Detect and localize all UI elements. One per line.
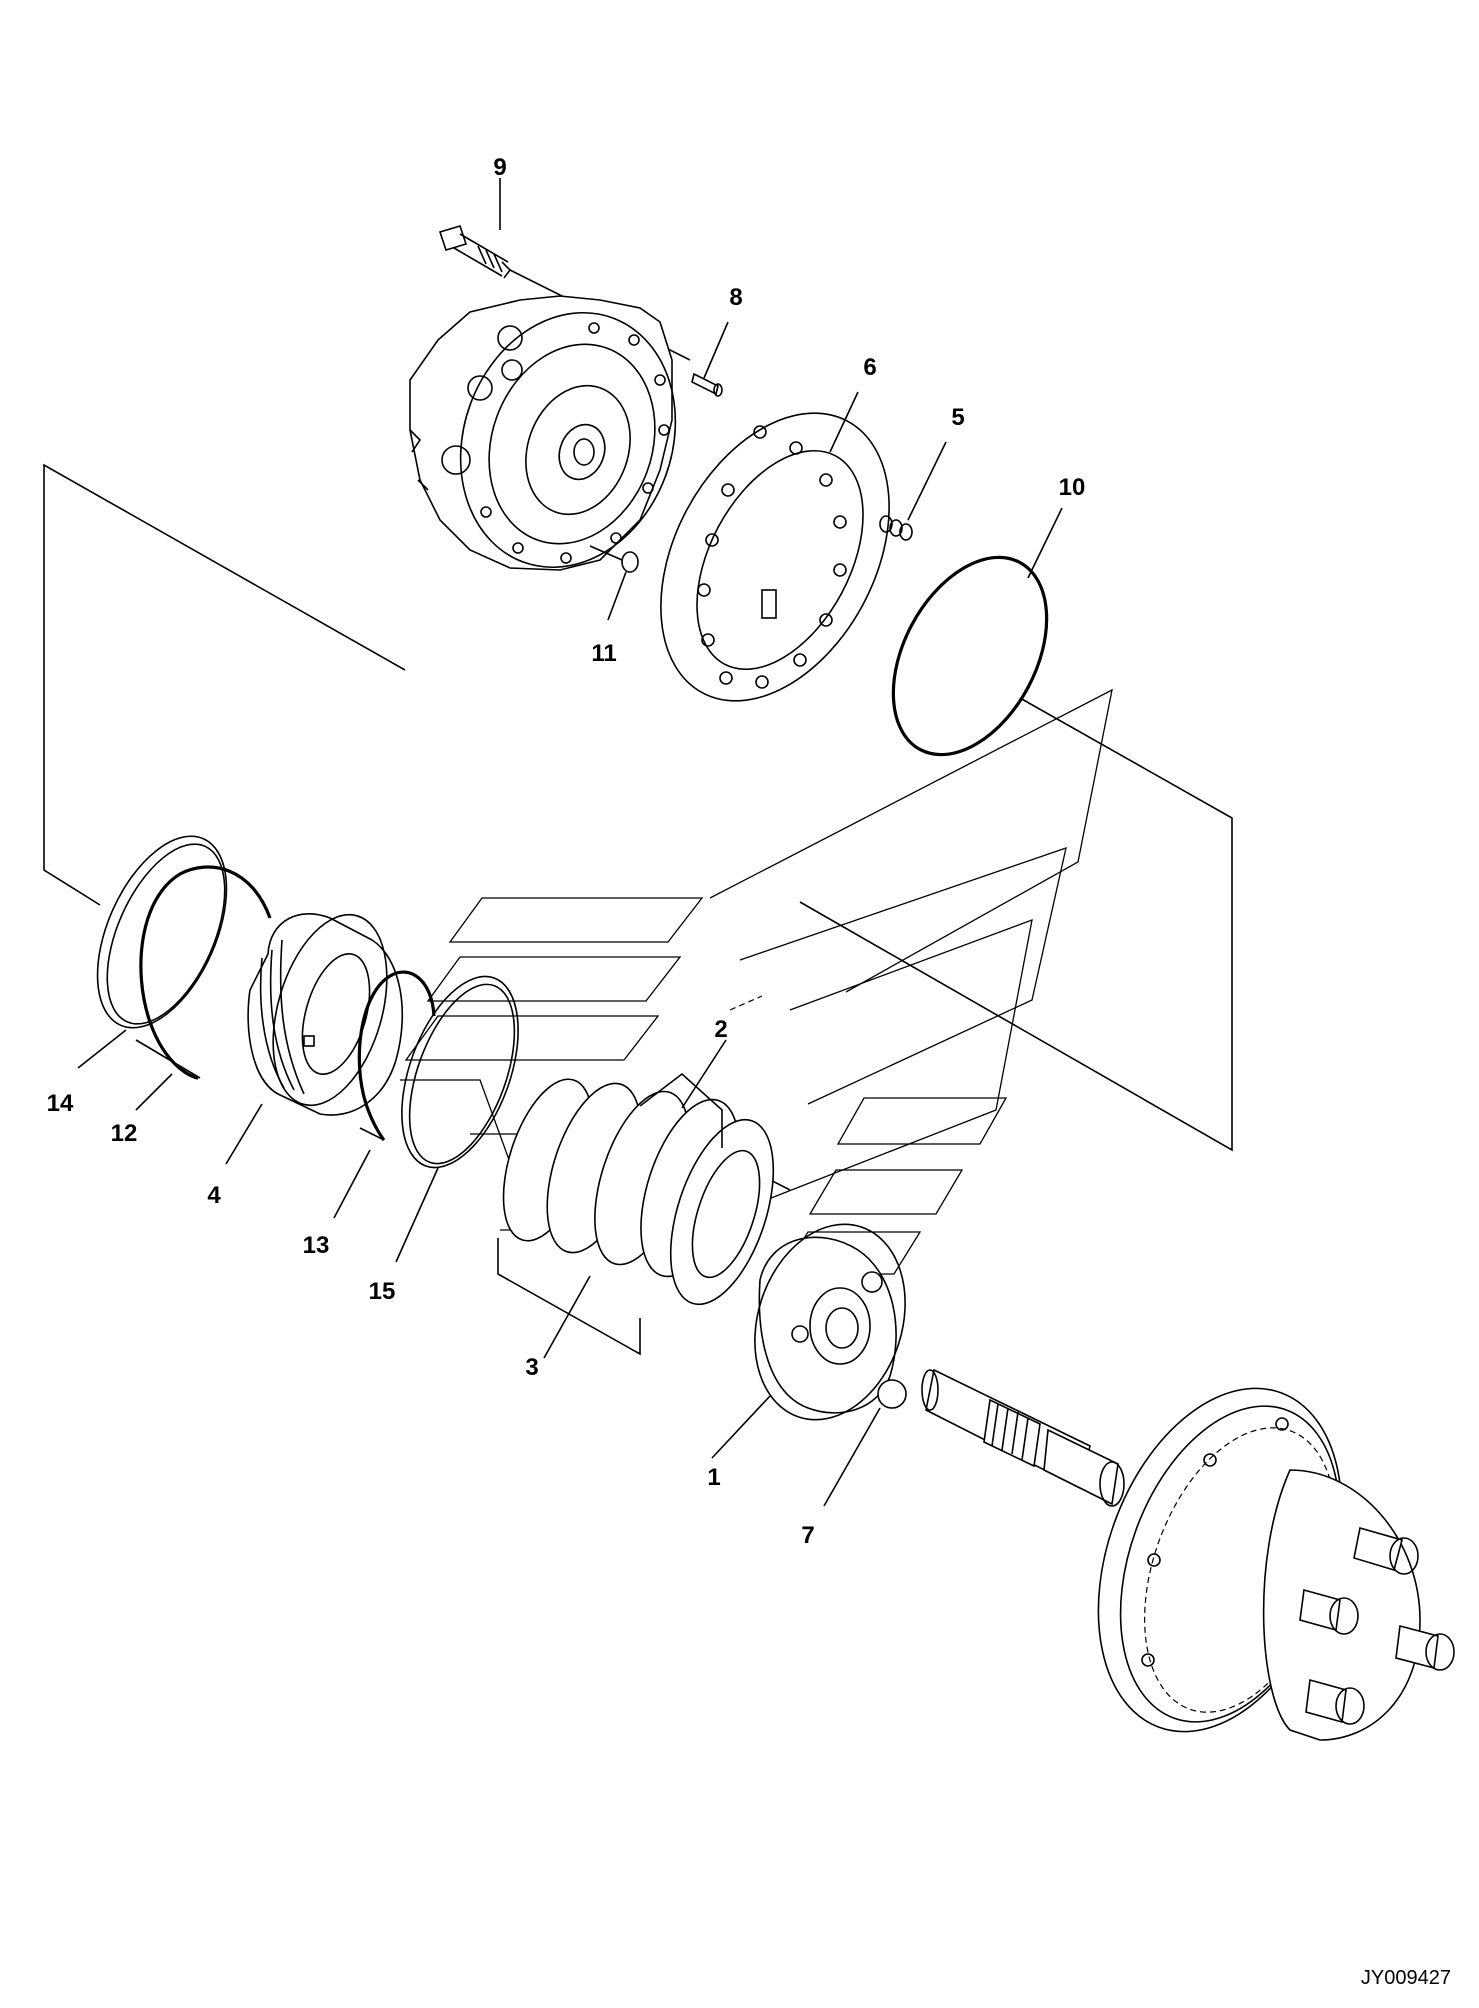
part-7-ball	[823, 1379, 907, 1507]
callout-10: 10	[1058, 474, 1086, 501]
callout-6: 6	[863, 354, 877, 381]
drawing-code: JY009427	[1360, 1967, 1451, 1989]
callout-11: 11	[591, 640, 617, 667]
callout-12: 12	[110, 1120, 138, 1147]
callout-7: 7	[801, 1522, 815, 1549]
part-3-plates	[497, 1078, 775, 1359]
callout-4: 4	[207, 1182, 221, 1209]
assembly-outline-left	[43, 463, 406, 906]
part-shaft	[921, 1368, 1125, 1507]
callout-8: 8	[729, 284, 743, 311]
callout-15: 15	[368, 1278, 396, 1305]
part-11-small-o-ring	[589, 545, 639, 621]
part-4-piston	[225, 913, 404, 1165]
callout-9: 9	[493, 154, 507, 181]
callout-14: 14	[46, 1090, 74, 1117]
part-reduction-hub	[1097, 1387, 1455, 1741]
assembly-outline-right	[711, 697, 1233, 1191]
part-10-o-ring	[891, 507, 1063, 757]
callout-3: 3	[525, 1354, 539, 1381]
callout-2: 2	[714, 1016, 728, 1043]
part-6-plate	[660, 391, 890, 702]
part-15-ring	[395, 975, 519, 1263]
part-12-snap-ring	[135, 865, 272, 1111]
part-motor-housing	[409, 295, 677, 571]
part-2-leader	[639, 995, 763, 1148]
part-1-disc	[711, 1223, 906, 1459]
part-14-ring	[77, 835, 228, 1069]
callout-5: 5	[951, 404, 965, 431]
part-13-snap-ring	[333, 970, 436, 1219]
callout-13: 13	[302, 1232, 330, 1259]
part-5-plug	[879, 441, 947, 541]
part-8-pin	[691, 321, 729, 397]
callout-1: 1	[707, 1464, 721, 1491]
